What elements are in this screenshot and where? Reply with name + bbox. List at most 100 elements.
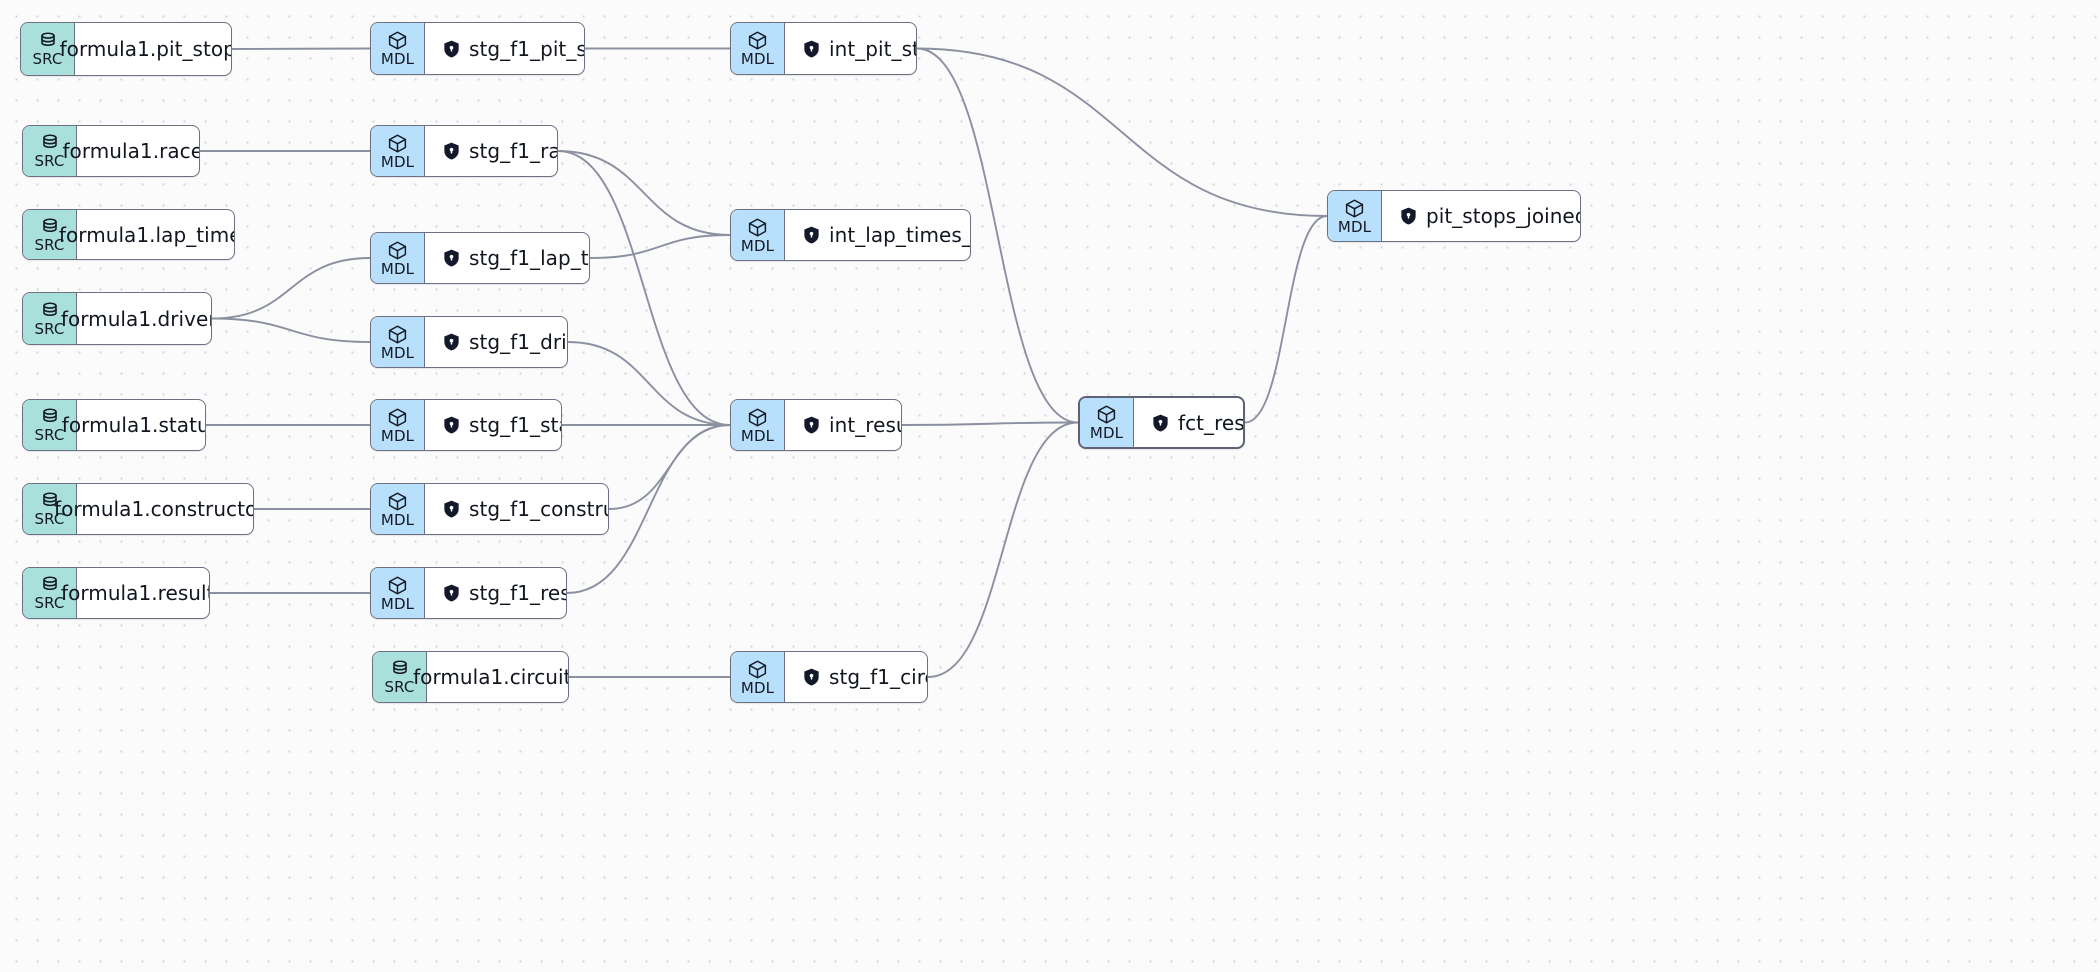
model-badge: MDL [371,233,425,283]
node-pit_stops_joined[interactable]: MDL pit_stops_joined [1327,190,1581,242]
database-icon [40,301,60,321]
database-icon [40,407,60,427]
badge-label: MDL [740,50,775,68]
badge-label: SRC [34,152,65,170]
source-badge: SRC [23,126,77,176]
node-body: stg_f1_results [425,568,566,618]
badge-label: SRC [34,426,65,444]
model-badge: MDL [731,652,785,702]
model-badge: MDL [731,23,785,74]
badge-label: SRC [34,510,65,528]
badge-label: MDL [380,259,415,278]
badge-label: MDL [380,594,415,613]
model-badge: MDL [731,210,785,260]
cube-icon [387,133,408,154]
cube-icon [747,407,768,428]
node-label: int_lap_times_years [829,223,971,247]
source-badge: SRC [23,293,77,344]
model-badge: MDL [371,126,425,176]
node-stg_results[interactable]: MDL stg_f1_results [370,567,567,619]
database-icon [40,133,60,153]
shield-icon [803,416,820,434]
node-stg_drivers[interactable]: MDL stg_f1_drivers [370,316,568,368]
shield-icon [1400,207,1417,225]
node-body: fct_results [1134,398,1243,447]
cube-icon [387,407,408,428]
badge-label: MDL [1089,424,1124,442]
edge-src_drivers-to-stg_lap_times [211,257,371,320]
edge-stg_races-to-int_lap_times_years [557,150,731,236]
edge-stg_circuits-to-fct_results [927,421,1079,678]
node-label: stg_f1_drivers [469,330,567,354]
node-body: formula1.races [62,126,199,176]
badge-label: SRC [384,678,415,696]
node-stg_status[interactable]: MDL stg_f1_status [370,399,562,451]
cube-icon [1096,404,1117,425]
database-icon [40,575,60,595]
shield-icon [443,333,460,351]
model-badge: MDL [371,400,425,450]
cube-icon [387,30,408,51]
model-badge: MDL [371,317,425,367]
node-label: stg_f1_results [469,581,566,605]
node-body: stg_f1_status [425,400,561,450]
badge-label: SRC [34,235,65,254]
edge-stg_lap_times-to-int_lap_times_years [589,234,731,259]
source-badge: SRC [23,484,77,534]
shield-icon [443,40,460,58]
model-badge: MDL [371,23,425,74]
node-body: pit_stops_joined [1382,191,1580,241]
node-body: stg_f1_pit_stops [425,23,584,74]
node-label: pit_stops_joined [1426,204,1581,228]
node-label: formula1.pit_stops [59,37,232,61]
node-fct_results[interactable]: MDL fct_results [1078,396,1245,449]
source-badge: SRC [23,210,77,259]
node-label: formula1.results [61,581,210,605]
model-badge: MDL [1328,191,1382,241]
badge-label: MDL [740,236,775,255]
cube-icon [747,30,768,51]
badge-label: MDL [380,426,415,445]
edge-stg_constructors-to-int_results [608,424,731,510]
cube-icon [747,659,768,680]
node-label: formula1.constructors [53,497,254,521]
node-body: formula1.status [62,400,205,450]
node-body: int_lap_times_years [785,210,970,260]
cube-icon [1344,198,1365,219]
database-icon [390,659,410,679]
cube-icon [387,491,408,512]
shield-icon [443,500,460,518]
node-body: stg_f1_races [425,126,557,176]
node-body: formula1.results [61,568,209,618]
database-icon [40,217,60,237]
node-int_pit_stops[interactable]: MDL int_pit_stops [730,22,917,75]
node-body: stg_f1_constructors [425,484,608,534]
node-int_lap_times_years[interactable]: MDL int_lap_times_years [730,209,971,261]
node-body: int_pit_stops [785,23,916,74]
model-badge: MDL [1080,398,1134,447]
badge-label: MDL [380,343,415,362]
source-badge: SRC [23,568,77,618]
node-label: stg_f1_constructors [469,497,608,521]
node-body: stg_f1_drivers [425,317,567,367]
source-badge: SRC [23,400,77,450]
cube-icon [387,324,408,345]
badge-label: MDL [740,678,775,697]
node-label: formula1.races [62,139,200,163]
